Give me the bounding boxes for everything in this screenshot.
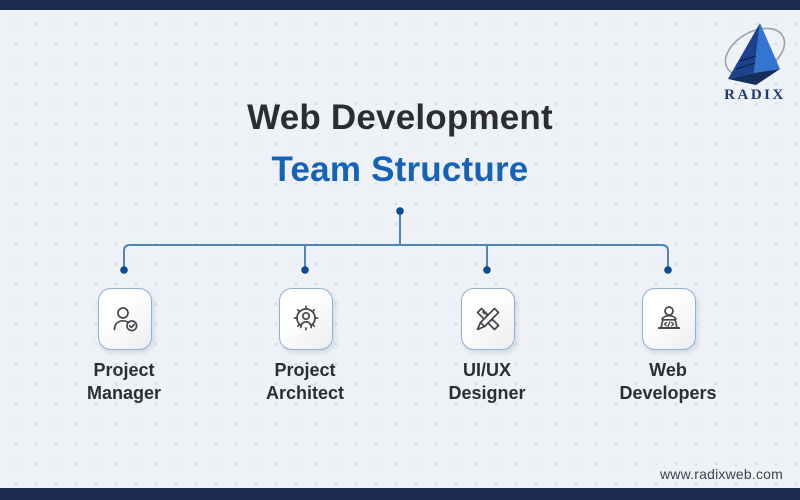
branch-node-dot xyxy=(483,266,491,274)
bottom-frame-bar xyxy=(0,488,800,500)
radix-logo: RADIX xyxy=(724,23,786,103)
branch-node-dot xyxy=(301,266,309,274)
role-label-uiux-designer: UI/UX Designer xyxy=(448,360,526,403)
gear-person-icon xyxy=(293,305,319,331)
title-line-1: Web Development xyxy=(247,98,553,137)
role-label-web-developers: Web Developers xyxy=(619,360,717,403)
role-card-project-architect xyxy=(279,288,333,350)
org-connector-lines xyxy=(120,207,672,274)
pencil-ruler-icon xyxy=(476,307,500,331)
person-laptop-icon xyxy=(657,306,681,329)
root-node-dot xyxy=(396,207,404,215)
role-card-project-manager xyxy=(98,288,152,350)
logo-wordmark: RADIX xyxy=(724,87,786,103)
role-label-project-manager: Project Manager xyxy=(86,360,162,403)
branch-node-dot xyxy=(664,266,672,274)
title-line-2: Team Structure xyxy=(271,150,529,189)
branch-node-dot xyxy=(120,266,128,274)
pyramid-icon xyxy=(724,23,786,85)
role-label-project-architect: Project Architect xyxy=(265,360,345,403)
person-check-icon xyxy=(113,307,138,332)
role-card-uiux-designer xyxy=(461,288,515,350)
page-title: Web Development Team Structure xyxy=(0,97,800,191)
top-frame-bar xyxy=(0,0,800,10)
role-card-web-developers xyxy=(642,288,696,350)
footer-website-url: www.radixweb.com xyxy=(659,466,783,482)
